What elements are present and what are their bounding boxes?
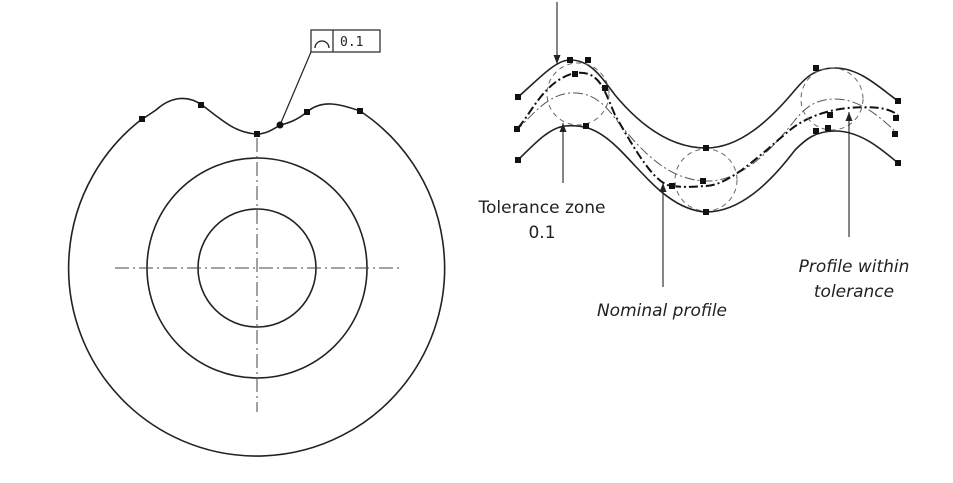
profile-within-label-line1: Profile within: [798, 257, 910, 277]
fcf-leader-line: [279, 51, 312, 126]
zone-circle: [546, 62, 610, 126]
profile-point: [567, 57, 573, 63]
profile-point: [669, 183, 675, 189]
profile-point: [304, 109, 310, 115]
profile-point: [895, 98, 901, 104]
cam-outer-outline: [67, 97, 446, 457]
profile-within-tolerance-label: Profile within tolerance: [784, 255, 924, 305]
profile-point: [198, 102, 204, 108]
tolerance-zone-label: Tolerance zone 0.1: [470, 196, 614, 246]
profile-point: [515, 157, 521, 163]
cam-part-drawing: 0.1: [67, 29, 446, 457]
profile-of-a-line-icon: [314, 40, 330, 49]
profile-point: [139, 116, 145, 122]
actual-profile-line: [517, 71, 899, 188]
profile-point-markers-right: [514, 57, 901, 215]
profile-point: [515, 94, 521, 100]
nominal-profile-label: Nominal profile: [582, 299, 742, 324]
tolerance-zone-label-line2: 0.1: [528, 223, 556, 243]
profile-point: [700, 178, 706, 184]
profile-point: [813, 65, 819, 71]
profile-point: [703, 145, 709, 151]
profile-point: [254, 131, 260, 137]
profile-within-label-line2: tolerance: [813, 282, 895, 302]
nominal-profile-line: [514, 92, 898, 182]
profile-point: [825, 125, 831, 131]
feature-control-frame: 0.1: [310, 29, 381, 53]
profile-point: [827, 112, 833, 118]
profile-point: [895, 160, 901, 166]
fcf-tolerance-value: 0.1: [340, 35, 363, 50]
profile-point: [357, 108, 363, 114]
profile-point: [602, 85, 608, 91]
zone-circle: [800, 67, 864, 131]
profile-point: [572, 71, 578, 77]
profile-point: [892, 131, 898, 137]
tolerance-zone-illustration: [514, 2, 901, 287]
profile-point: [514, 126, 520, 132]
profile-point: [585, 57, 591, 63]
leader-dot: [276, 121, 284, 129]
tolerance-zone-label-line1: Tolerance zone: [478, 198, 606, 218]
profile-point: [583, 123, 589, 129]
profile-point: [813, 128, 819, 134]
tolerance-zone-circles: [546, 62, 864, 212]
profile-point: [893, 115, 899, 121]
profile-point: [703, 209, 709, 215]
nominal-profile-label-text: Nominal profile: [596, 301, 728, 321]
profile-point-markers: [139, 102, 363, 137]
